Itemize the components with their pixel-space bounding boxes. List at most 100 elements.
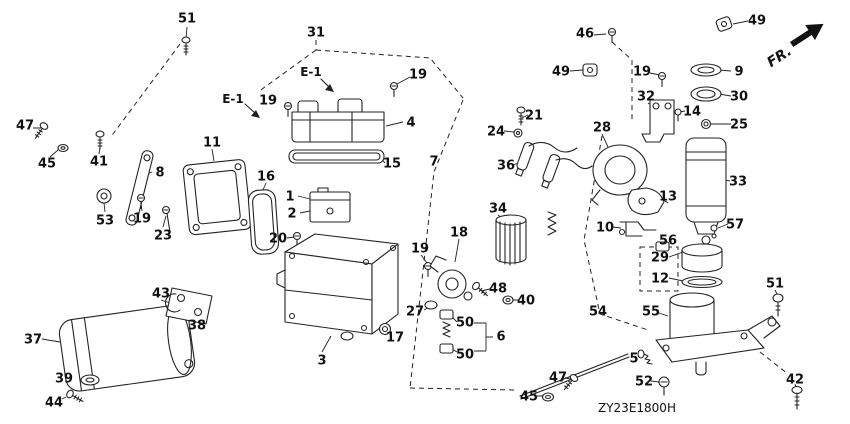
callout-18: 18	[450, 226, 468, 241]
callout-47: 47	[16, 119, 34, 134]
callout-12: 12	[651, 272, 669, 287]
callout-31: 31	[307, 26, 325, 41]
callout-21: 21	[525, 109, 543, 124]
callout-27: 27	[406, 305, 424, 320]
part-arm-8	[125, 150, 154, 226]
callout-52: 52	[635, 375, 653, 390]
part-ring-25	[700, 118, 712, 130]
part-ring-17	[378, 322, 392, 336]
part-washer-45-left	[57, 143, 69, 153]
part-clamp-43	[165, 293, 181, 313]
callout-19: 19	[133, 212, 151, 227]
callout-57: 57	[726, 218, 744, 233]
part-cup-29	[681, 243, 723, 273]
callout-4: 4	[406, 116, 415, 131]
callout-19: 19	[411, 242, 429, 257]
part-ring-24	[513, 128, 523, 138]
part-separator-case-3	[276, 233, 399, 341]
callout-48: 48	[489, 282, 507, 297]
leader-lines	[33, 20, 797, 400]
callout-54: 54	[589, 305, 607, 320]
callout-50: 50	[456, 316, 474, 331]
part-boot-28	[591, 144, 648, 206]
callout-32: 32	[637, 90, 655, 105]
callout-8: 8	[155, 166, 164, 181]
part-screw-19-carb-top	[389, 81, 399, 98]
callout-14: 14	[683, 105, 701, 120]
part-bracket-38	[165, 287, 213, 325]
callout-43: 43	[152, 287, 170, 302]
callout-47: 47	[549, 371, 567, 386]
callout-49: 49	[748, 14, 766, 29]
callout-38: 38	[188, 319, 206, 334]
callout-44: 44	[45, 396, 63, 411]
e1-label-top: E-1	[300, 65, 322, 79]
part-screw-19-right	[657, 71, 667, 88]
callout-7: 7	[429, 155, 438, 170]
callout-2: 2	[287, 207, 296, 222]
part-bolt-42	[791, 385, 803, 410]
e1-arrow-top	[320, 78, 334, 92]
callout-37: 37	[24, 333, 42, 348]
callout-24: 24	[487, 125, 505, 140]
callout-11: 11	[203, 136, 221, 151]
callout-19: 19	[259, 94, 277, 109]
e1-label-left: E-1	[222, 92, 244, 106]
e1-arrow-left	[244, 103, 260, 118]
part-carb-cover-4	[291, 98, 385, 143]
callout-23: 23	[154, 229, 172, 244]
callout-34: 34	[489, 202, 507, 217]
part-ring-30	[690, 86, 722, 102]
callout-19: 19	[409, 68, 427, 83]
part-spring	[547, 211, 557, 236]
part-gasket-16	[247, 189, 280, 255]
part-screw-52	[658, 376, 670, 396]
part-bolt-44	[64, 388, 86, 406]
part-gasket-15	[288, 149, 385, 164]
callout-19: 19	[633, 65, 651, 80]
callout-40: 40	[517, 294, 535, 309]
callout-55: 55	[642, 305, 660, 320]
fr-label: FR.	[764, 43, 794, 71]
callout-9: 9	[734, 65, 743, 80]
part-pump-base-54-55	[655, 292, 781, 376]
part-bolt-5	[637, 349, 653, 365]
part-grommet-49-left	[582, 63, 598, 77]
part-bolt-51-right	[772, 293, 784, 317]
part-plate-11	[182, 159, 252, 236]
part-bolt-21	[516, 106, 526, 126]
part-grommet-53	[96, 188, 112, 204]
callout-50: 50	[456, 348, 474, 363]
part-screw-46	[607, 27, 617, 44]
part-clip-14	[674, 108, 682, 122]
part-spacer-56	[655, 241, 670, 252]
part-filter-34	[495, 214, 527, 266]
part-bolt-47-left	[31, 120, 50, 142]
callout-15: 15	[383, 157, 401, 172]
callout-13: 13	[659, 190, 677, 205]
callout-36: 36	[497, 159, 515, 174]
callout-16: 16	[257, 170, 275, 185]
fr-direction-arrow: FR.	[764, 23, 824, 71]
callout-3: 3	[317, 354, 326, 369]
diagram-code: ZY23E1800H	[598, 401, 676, 415]
part-washers-57	[710, 224, 718, 239]
part-screw-19-carb-left	[283, 101, 293, 118]
part-gasket-12	[681, 275, 723, 289]
callout-53: 53	[96, 214, 114, 229]
callout-10: 10	[596, 221, 614, 236]
part-cap-39	[80, 374, 100, 386]
callout-1: 1	[285, 190, 294, 205]
part-cover-27	[424, 300, 438, 310]
callout-17: 17	[386, 331, 404, 346]
part-pump-body-18	[429, 255, 473, 301]
callout-41: 41	[90, 155, 108, 170]
callout-45: 45	[520, 390, 538, 405]
part-ring-9	[690, 63, 722, 77]
callout-46: 46	[576, 27, 594, 42]
callout-28: 28	[593, 121, 611, 136]
part-bracket-32	[641, 99, 675, 143]
part-valve-block-1-2	[309, 187, 351, 223]
